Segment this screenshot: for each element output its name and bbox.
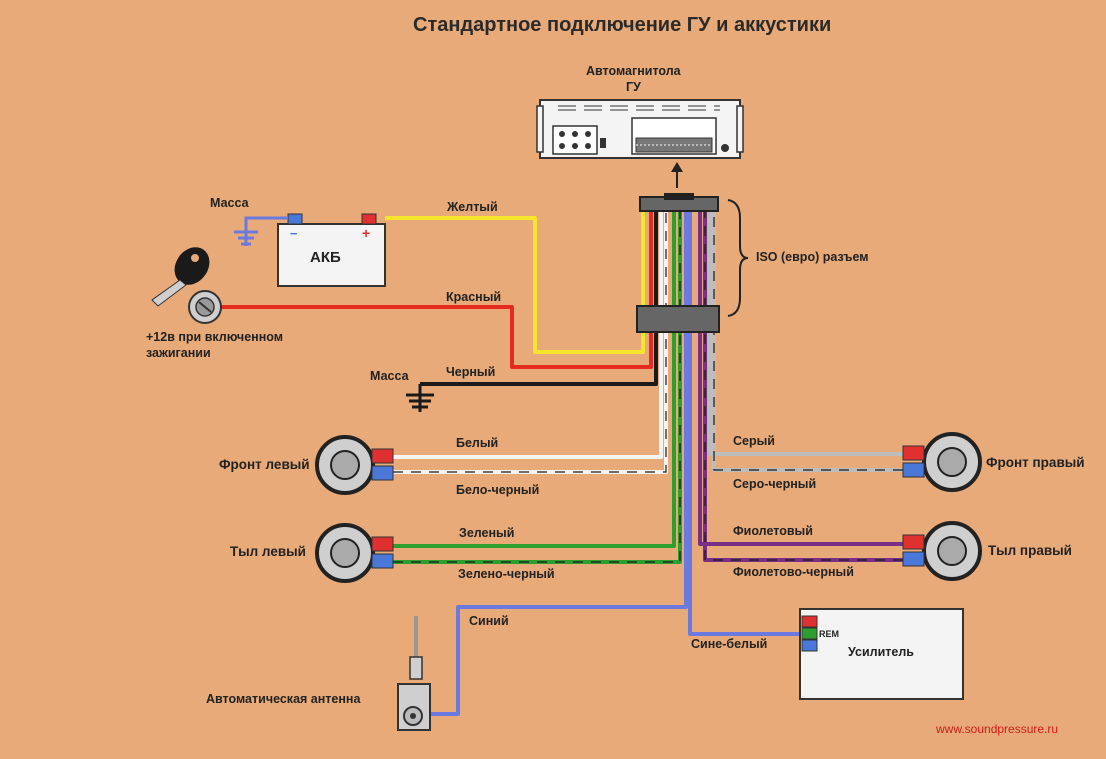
- amplifier-label: Усилитель: [848, 645, 914, 659]
- amplifier: [799, 608, 964, 700]
- ground-icon: [406, 384, 434, 412]
- watermark: www.soundpressure.ru: [936, 722, 1059, 736]
- head-unit-label: Автомагнитола: [586, 64, 681, 78]
- iso-connector: [636, 193, 720, 333]
- wire-label-blue: Синий: [469, 614, 509, 628]
- ignition-lock-icon: [188, 290, 222, 324]
- speaker-label-rear-left: Тыл левый: [230, 544, 306, 559]
- wire-label-red: Красный: [446, 290, 502, 304]
- ground-label-black: Масса: [370, 369, 409, 383]
- wire-label-green: Зеленый: [459, 526, 515, 540]
- speaker-label-front-left: Фронт левый: [219, 457, 310, 472]
- speaker-rear-right: [902, 521, 982, 581]
- wire-label-blue-white: Сине-белый: [691, 637, 768, 651]
- speaker-front-left: [315, 435, 394, 495]
- battery-plus: +: [362, 225, 371, 241]
- wire-label-violet-black: Фиолетово-черный: [733, 565, 854, 579]
- head-unit-sublabel: ГУ: [626, 80, 641, 94]
- wire-label-white-black: Бело-черный: [456, 483, 540, 497]
- speaker-rear-left: [315, 523, 394, 583]
- ignition-label: +12в при включенном: [146, 330, 283, 344]
- wire-label-violet: Фиолетовый: [733, 524, 813, 538]
- wire-label-gray-black: Серо-черный: [733, 477, 817, 491]
- ground-icon: [234, 216, 288, 246]
- speaker-label-rear-right: Тыл правый: [988, 543, 1072, 558]
- wire-label-green-black: Зелено-черный: [458, 567, 555, 581]
- battery-minus: −: [290, 226, 298, 241]
- battery-label: АКБ: [310, 249, 341, 266]
- key-icon: [151, 247, 210, 307]
- speaker-label-front-right: Фронт правый: [986, 455, 1085, 470]
- connector-label: ISO (евро) разъем: [756, 250, 869, 264]
- battery: [277, 213, 386, 287]
- wire-label-gray: Серый: [733, 434, 775, 448]
- amplifier-rem-label: REM: [819, 629, 839, 639]
- ignition-label-2: зажигании: [146, 346, 211, 360]
- antenna-icon: [397, 616, 431, 731]
- wire-label-black: Черный: [446, 365, 496, 379]
- antenna-label: Автоматическая антенна: [206, 692, 361, 706]
- wire-label-white: Белый: [456, 436, 499, 450]
- page-title: Стандартное подключение ГУ и аккустики: [413, 14, 832, 36]
- wire-label-yellow: Желтый: [447, 200, 498, 214]
- head-unit: [536, 99, 744, 159]
- ground-label-battery: Масса: [210, 196, 249, 210]
- speaker-front-right: [902, 432, 982, 492]
